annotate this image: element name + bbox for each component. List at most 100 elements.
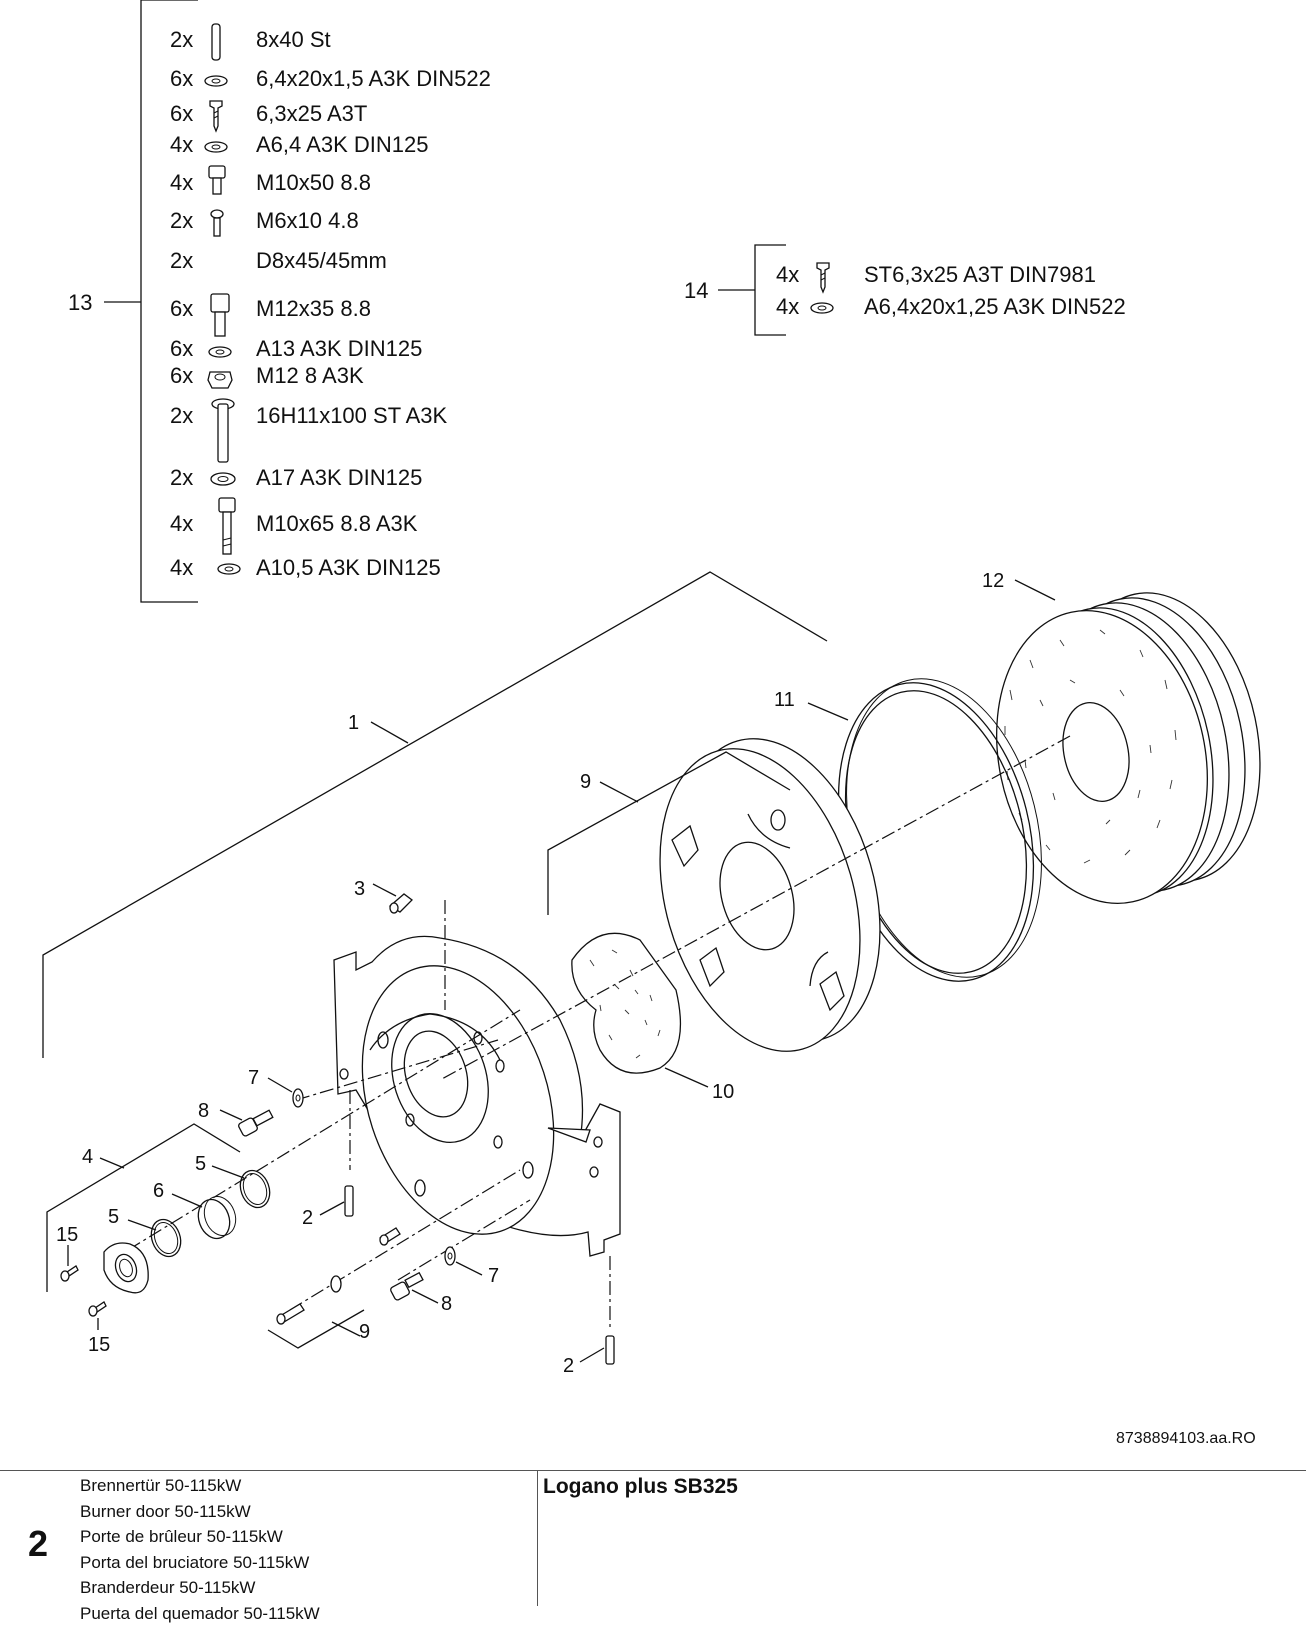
title-de: Brennertür 50-115kW (80, 1473, 320, 1499)
callout-15b: 15 (88, 1334, 110, 1356)
nut-icon (208, 372, 232, 388)
pin-icon (212, 24, 220, 60)
leader-11 (808, 703, 848, 720)
qty-13-6: 2x (170, 208, 193, 233)
leader-3 (373, 884, 396, 896)
washer-icon (205, 142, 227, 152)
leader-2b (580, 1348, 604, 1362)
spec-14-2: A6,4x20x1,25 A3K DIN522 (864, 294, 1126, 319)
callout-7a: 7 (248, 1067, 259, 1089)
callout-4: 4 (82, 1146, 93, 1168)
parts-group-13: 13 2x 8x40 St 6x 6,4x20x1,5 A3K DIN522 6… (68, 0, 491, 602)
washer-7a (293, 1089, 303, 1107)
qty-13-12: 2x (170, 465, 193, 490)
callout-6: 6 (153, 1180, 164, 1202)
leader-5a (212, 1166, 244, 1178)
spec-13-11: 16H11x100 ST A3K (256, 403, 448, 428)
spec-13-1: 8x40 St (256, 27, 331, 52)
long-pin-icon (212, 399, 234, 462)
title-list: Brennertür 50-115kW Burner door 50-115kW… (80, 1473, 320, 1626)
product-name: Logano plus SB325 (543, 1475, 738, 1499)
qty-13-9: 6x (170, 336, 193, 361)
title-fr: Porte de brûleur 50-115kW (80, 1524, 320, 1550)
spec-13-2: 6,4x20x1,5 A3K DIN522 (256, 66, 491, 91)
title-nl: Branderdeur 50-115kW (80, 1575, 320, 1601)
hex-bolt-icon (209, 166, 225, 194)
callout-5b: 5 (108, 1206, 119, 1228)
washer-7b (445, 1247, 455, 1265)
callout-12: 12 (982, 570, 1004, 592)
spec-13-6: M6x10 4.8 (256, 208, 359, 233)
long-bolt-icon (219, 498, 235, 554)
qty-13-2: 6x (170, 66, 193, 91)
qty-14-1: 4x (776, 262, 799, 287)
spec-13-3: 6,3x25 A3T (256, 101, 367, 126)
spec-13-4: A6,4 A3K DIN125 (256, 132, 428, 157)
spec-13-10: M12 8 A3K (256, 363, 364, 388)
footer: 2 Brennertür 50-115kW Burner door 50-115… (0, 1470, 1306, 1606)
drawing-number: 8738894103.aa.RO (1116, 1430, 1256, 1447)
callout-2b: 2 (563, 1355, 574, 1377)
leader-9a (600, 782, 638, 802)
insulation-block-10 (572, 933, 681, 1073)
pin-2b (606, 1336, 614, 1364)
callout-2a: 2 (302, 1207, 313, 1229)
sight-glass-6 (193, 1192, 241, 1243)
leader-8b (412, 1290, 438, 1303)
qty-14-2: 4x (776, 294, 799, 319)
callout-5a: 5 (195, 1153, 206, 1175)
qty-13-13: 4x (170, 511, 193, 536)
washer-icon (209, 347, 231, 357)
screw-15b (89, 1302, 106, 1316)
pin-2a (345, 1186, 353, 1216)
qty-13-3: 6x (170, 101, 193, 126)
leader-1 (371, 722, 408, 743)
screw-15a (61, 1266, 78, 1281)
spec-13-8: M12x35 8.8 (256, 296, 371, 321)
insulation-disk-12 (970, 575, 1285, 923)
washer-icon (218, 564, 240, 574)
callout-15a: 15 (56, 1224, 78, 1246)
bolt-8a (238, 1110, 273, 1137)
spec-13-7: D8x45/45mm (256, 248, 387, 273)
spec-13-9: A13 A3K DIN125 (256, 336, 422, 361)
group-14-bracket (755, 245, 786, 335)
leader-7b (456, 1262, 482, 1275)
callout-10: 10 (712, 1081, 734, 1103)
washer-icon (211, 473, 235, 485)
title-es: Puerta del quemador 50-115kW (80, 1601, 320, 1626)
qty-13-10: 6x (170, 363, 193, 388)
screw-icon (210, 101, 222, 131)
callout-13: 13 (68, 290, 92, 315)
leader-8a (220, 1110, 242, 1120)
qty-13-4: 4x (170, 132, 193, 157)
callout-11: 11 (774, 689, 795, 711)
callout-14: 14 (684, 278, 708, 303)
bolt-8b (390, 1273, 423, 1301)
leader-2a (320, 1202, 344, 1215)
qty-13-7: 2x (170, 248, 193, 273)
o-ring-5b (146, 1215, 185, 1260)
spec-13-5: M10x50 8.8 (256, 170, 371, 195)
callout-1: 1 (348, 712, 359, 734)
leader-10 (665, 1068, 708, 1087)
callout-8b: 8 (441, 1293, 452, 1315)
page-number: 2 (28, 1523, 48, 1565)
qty-13-11: 2x (170, 403, 193, 428)
leader-6 (172, 1194, 202, 1207)
callout-8a: 8 (198, 1100, 209, 1122)
leader-9b (332, 1322, 360, 1336)
callout-7b: 7 (488, 1265, 499, 1287)
washer-icon (205, 76, 227, 86)
hex-bolt-icon (211, 294, 229, 336)
spec-13-14: A10,5 A3K DIN125 (256, 555, 441, 580)
leader-4 (100, 1158, 124, 1168)
washer-icon (811, 303, 833, 313)
qty-13-8: 6x (170, 296, 193, 321)
parts-group-14: 14 4x ST6,3x25 A3T DIN7981 4x A6,4x20x1,… (684, 245, 1126, 335)
spec-13-12: A17 A3K DIN125 (256, 465, 422, 490)
screw-icon (817, 263, 829, 292)
leader-12 (1015, 580, 1055, 600)
spec-14-1: ST6,3x25 A3T DIN7981 (864, 262, 1096, 287)
qty-13-5: 4x (170, 170, 193, 195)
